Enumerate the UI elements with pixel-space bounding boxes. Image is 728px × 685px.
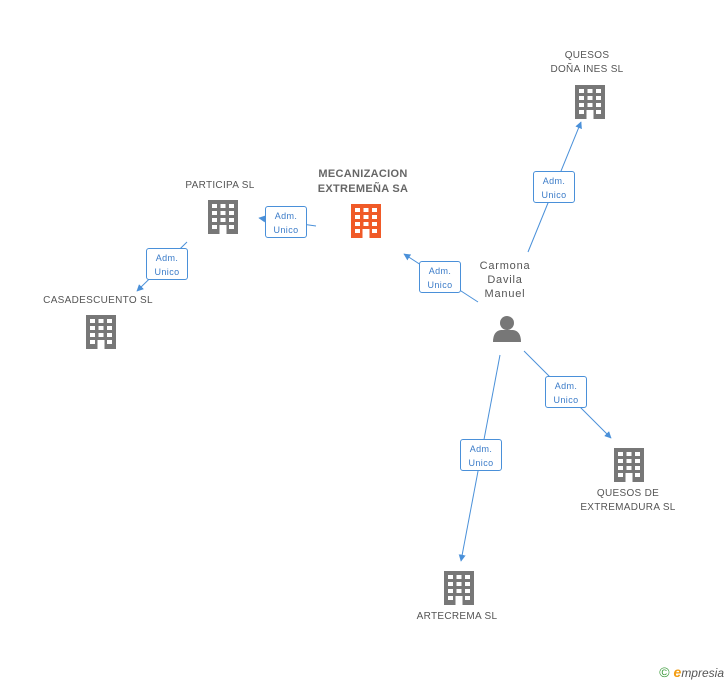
edge-label-main-participa[interactable]: Adm. Unico (265, 206, 307, 238)
node-label-main[interactable]: MECANIZACION EXTREMEÑA SA (317, 168, 409, 195)
copyright-icon: © (659, 664, 670, 680)
building-icon-quesos-dona[interactable] (575, 85, 605, 119)
brand-logo: empresia (673, 664, 724, 680)
edge-label-person-main[interactable]: Adm. Unico (419, 261, 461, 293)
node-label-quesos-dona[interactable]: QUESOS DOÑA INES SL (550, 50, 624, 75)
building-icon-main[interactable] (351, 204, 381, 238)
node-label-artecrema[interactable]: ARTECREMA SL (416, 611, 498, 622)
node-label-participa[interactable]: PARTICIPA SL (185, 180, 255, 191)
node-label-casadescuento[interactable]: CASADESCUENTO SL (43, 295, 153, 306)
node-label-quesos-ext[interactable]: QUESOS DE EXTREMADURA SL (580, 488, 676, 513)
edge-label-person-quesos-ext[interactable]: Adm. Unico (545, 376, 587, 408)
node-label-person[interactable]: Carmona Davila Manuel (479, 260, 531, 300)
building-icon-participa[interactable] (208, 200, 238, 234)
edge-label-participa-casadescuento[interactable]: Adm. Unico (146, 248, 188, 280)
building-icon-quesos-ext[interactable] (614, 448, 644, 482)
person-icon[interactable] (493, 316, 521, 342)
edge-label-person-quesos-dona[interactable]: Adm. Unico (533, 171, 575, 203)
building-icon-artecrema[interactable] (444, 571, 474, 605)
footer-brand: © empresia (659, 664, 724, 680)
edge-label-person-artecrema[interactable]: Adm. Unico (460, 439, 502, 471)
building-icon-casadescuento[interactable] (86, 315, 116, 349)
